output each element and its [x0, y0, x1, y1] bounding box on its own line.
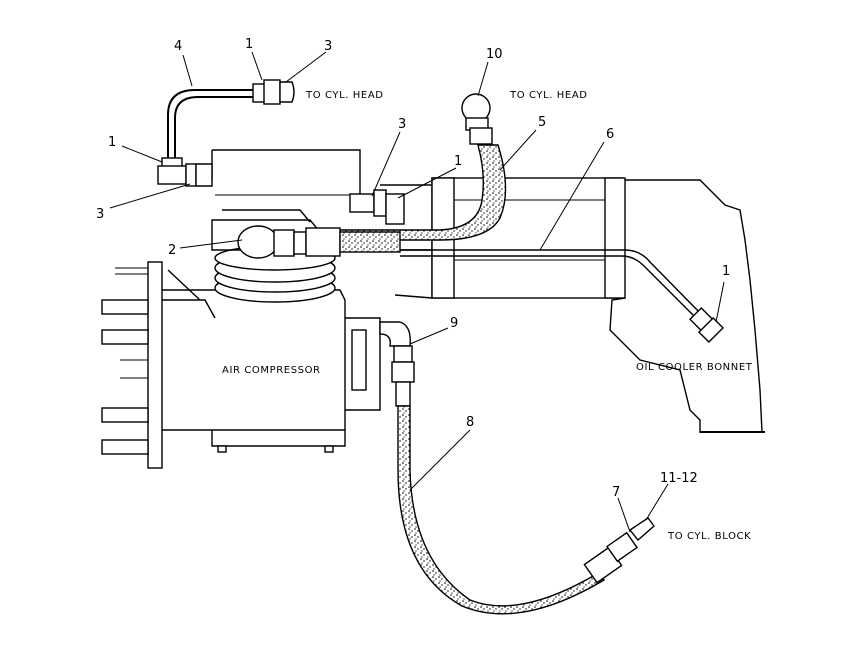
callout-2: 2 [168, 243, 176, 258]
callout-9: 9 [450, 316, 458, 331]
callout-1-right: 1 [722, 264, 730, 279]
label-oil-cooler-bonnet: OIL COOLER BONNET [636, 362, 753, 373]
callout-5: 5 [538, 115, 546, 130]
callout-4: 4 [174, 39, 182, 54]
callout-7: 7 [612, 485, 620, 500]
label-to-cyl-head-left: TO CYL. HEAD [305, 90, 384, 101]
callout-1-top: 1 [245, 37, 253, 52]
callout-3-left: 3 [96, 207, 104, 222]
hose-8 [379, 321, 655, 615]
callout-8: 8 [466, 415, 474, 430]
callout-6: 6 [606, 127, 614, 142]
callout-1-mid: 1 [454, 154, 462, 169]
tube-4 [157, 79, 295, 187]
label-air-compressor: AIR COMPRESSOR [222, 365, 321, 376]
callout-3-top: 3 [324, 39, 332, 54]
oil-cooler [380, 177, 765, 433]
leader-lines [109, 51, 725, 533]
label-to-cyl-block: TO CYL. BLOCK [667, 531, 751, 542]
callout-11-12: 11-12 [660, 471, 698, 486]
callout-1-left: 1 [108, 135, 116, 150]
callout-3-mid: 3 [398, 117, 406, 132]
callout-10: 10 [486, 47, 503, 62]
hose-5 [329, 93, 507, 241]
label-to-cyl-head-right: TO CYL. HEAD [509, 90, 588, 101]
fitting-2 [237, 225, 401, 259]
tube-6 [400, 249, 725, 344]
